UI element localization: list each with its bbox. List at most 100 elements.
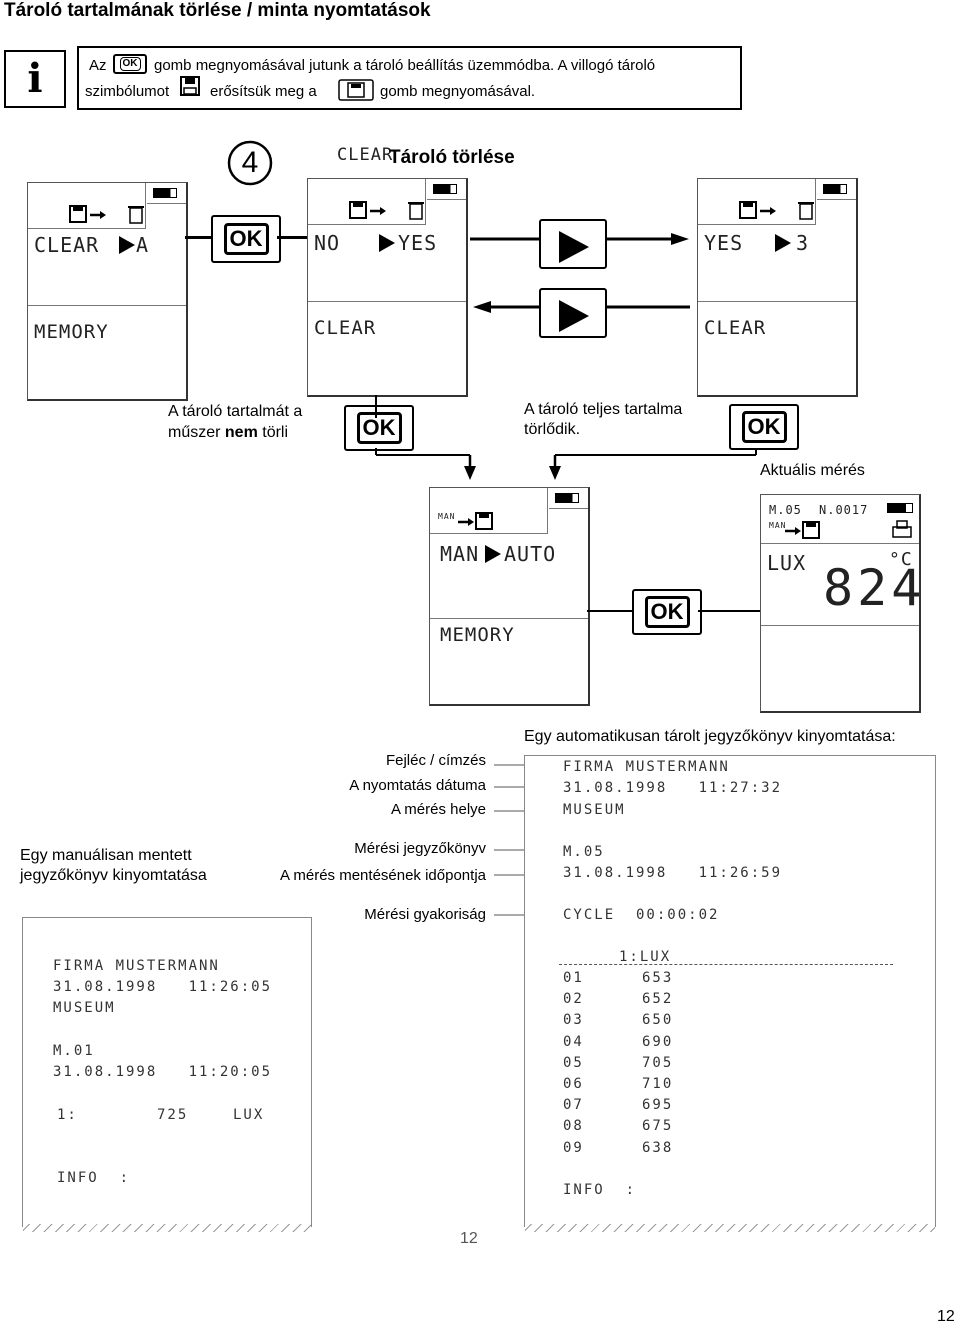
caption-not-deleted-1: A tároló tartalmát a — [168, 403, 303, 420]
receipt-row-index: 05 — [563, 1054, 584, 1071]
receipt-row-index: 07 — [563, 1097, 584, 1114]
receipt-row-value: 638 — [642, 1139, 674, 1156]
ok-button-4[interactable]: OK — [632, 589, 702, 635]
step-lcd-label: CLEAR — [337, 145, 394, 165]
connector-line — [587, 610, 633, 612]
auto-print-title: Egy automatikusan tárolt jegyzőkönyv kin… — [524, 728, 896, 745]
screen5-man: MAN — [769, 521, 787, 530]
ok-button-3[interactable]: OK — [729, 404, 799, 450]
battery-icon — [549, 488, 588, 509]
device-screen-3: YES 3 CLEAR — [697, 178, 858, 397]
receipt-divider — [559, 964, 893, 965]
screen2-row1-left: NO — [314, 231, 341, 255]
screen4-row1-right: AUTO — [504, 542, 557, 566]
info-icon: i — [4, 50, 66, 108]
receipt-row-value: 675 — [642, 1118, 674, 1135]
receipt-row-index: 04 — [563, 1033, 584, 1050]
manual-info: INFO : — [57, 1170, 131, 1186]
receipt-cycle: CYCLE 00:00:02 — [563, 907, 720, 923]
receipt-row-index: 02 — [563, 991, 584, 1008]
receipt-save-date: 31.08.1998 11:26:59 — [563, 865, 783, 881]
step-number: 4 — [241, 146, 259, 179]
receipt-row-value: 652 — [642, 991, 674, 1008]
screen1-row1-right: A — [136, 233, 150, 257]
receipt-row-index: 08 — [563, 1118, 584, 1135]
play-button-back[interactable] — [539, 288, 607, 338]
battery-icon — [817, 179, 856, 200]
receipt-row-value: 695 — [642, 1097, 674, 1114]
screen5-unit: LUX — [767, 551, 807, 575]
play-button-forward[interactable] — [539, 219, 607, 269]
manual-firma: FIRMA MUSTERMANN — [53, 958, 220, 974]
receipt-row-value: 650 — [642, 1012, 674, 1029]
man-to-save-icon — [458, 512, 493, 530]
receipt-row-value: 690 — [642, 1033, 674, 1050]
floppy-icon — [180, 76, 200, 96]
save-key-icon — [338, 79, 374, 101]
battery-icon — [147, 183, 186, 204]
screen2-row1-right: YES — [398, 231, 438, 255]
receipt-row-index: 09 — [563, 1139, 584, 1156]
device-screen-2: NO YES CLEAR — [307, 178, 468, 397]
caption-deleted-2: törlődik. — [524, 421, 581, 438]
printer-icon — [892, 520, 912, 538]
screen1-row1-left: CLEAR — [34, 233, 100, 257]
battery-icon — [887, 503, 913, 513]
caption-deleted-1: A tároló teljes tartalma — [524, 401, 683, 418]
info-text-2a: szimbólumot — [85, 83, 170, 100]
save-delete-icon — [69, 205, 144, 224]
screen2-row2: CLEAR — [314, 317, 377, 339]
device-screen-5: M.05 N.0017 MAN LUX °C 824 — [760, 494, 921, 713]
caption-current-measurement: Aktuális mérés — [760, 462, 865, 479]
manual-channel: 1: — [57, 1107, 78, 1123]
receipt-manual: FIRMA MUSTERMANN 31.08.1998 11:26:05 MUS… — [22, 917, 312, 1232]
play-indicator-icon — [379, 234, 395, 252]
label-print-date: A nyomtatás dátuma — [349, 777, 486, 794]
connector-line — [277, 236, 307, 239]
receipt-firma: FIRMA MUSTERMANN — [563, 759, 730, 775]
receipt-row-value: 710 — [642, 1076, 674, 1092]
label-save-time: A mérés mentésének időpontja — [280, 867, 486, 884]
play-indicator-icon — [775, 234, 791, 252]
ok-key-icon: OK — [113, 54, 147, 74]
receipt-row-value: 653 — [642, 970, 674, 986]
play-indicator-icon — [485, 545, 501, 563]
label-report: Mérési jegyzőkönyv — [354, 840, 486, 857]
device-screen-1: CLEAR A MEMORY — [27, 182, 188, 401]
info-note: Az OK gomb megnyomásával jutunk a tároló… — [77, 46, 742, 110]
screen5-mem: M.05 — [769, 503, 802, 517]
receipt-row-index: 01 — [563, 970, 584, 986]
ok-button-1[interactable]: OK — [211, 215, 281, 263]
ok-button-2[interactable]: OK — [344, 405, 414, 451]
save-delete-icon — [349, 201, 424, 220]
man-to-save-icon — [785, 521, 820, 539]
label-header: Fejléc / címzés — [385, 752, 486, 769]
screen4-top-label: MAN — [438, 512, 456, 521]
manual-print-title-1: Egy manuálisan mentett — [20, 847, 192, 864]
screen1-row2: MEMORY — [34, 321, 109, 343]
label-frequency: Mérési gyakoriság — [364, 906, 486, 923]
caption-not-deleted-2: műszer nem törli — [168, 424, 289, 441]
receipt-row-index: 06 — [563, 1076, 584, 1092]
receipt-col-header: 1:LUX — [619, 949, 672, 965]
screen3-row1-right: 3 — [796, 231, 810, 255]
save-delete-icon — [739, 201, 814, 220]
receipt-mem: M.05 — [563, 844, 605, 860]
screen3-row2: CLEAR — [704, 317, 767, 339]
info-glyph: i — [27, 55, 43, 102]
screen5-num: N.0017 — [819, 503, 869, 517]
device-screen-4: MAN MAN AUTO MEMORY — [429, 487, 590, 706]
page-title: Tároló tartalmának törlése / minta nyomt… — [4, 0, 431, 21]
page-number: 12 — [937, 1308, 955, 1325]
cutoff-page-number: 12 — [460, 1230, 478, 1247]
flow-arrows — [470, 233, 690, 313]
step-title: Tároló törlése — [389, 147, 515, 168]
step-circle-icon — [227, 140, 273, 186]
down-arrows — [375, 395, 757, 480]
manual-print-date: 31.08.1998 11:26:05 — [53, 979, 273, 995]
screen3-row1-left: YES — [704, 231, 744, 255]
screen4-row2: MEMORY — [440, 624, 515, 646]
info-text-1b: gomb megnyomásával jutunk a tároló beáll… — [154, 57, 656, 74]
receipt-row-value: 705 — [642, 1054, 674, 1071]
manual-mem: M.01 — [53, 1043, 95, 1059]
